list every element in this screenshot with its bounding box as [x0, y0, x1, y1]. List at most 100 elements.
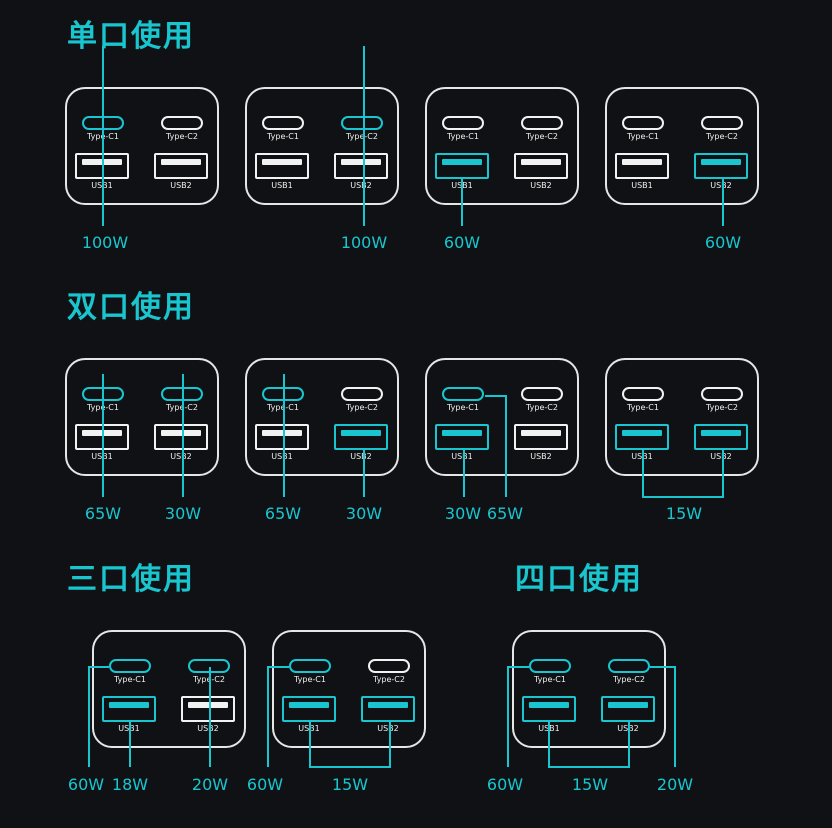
usb-a-port-a1 [255, 153, 309, 179]
usb-a-port-a1 [282, 696, 336, 722]
wattage-label: 30W [444, 504, 482, 523]
port-label-a2: USB2 [350, 452, 372, 461]
type-c-port-c1 [529, 659, 571, 673]
port-label-a1: USB1 [91, 452, 113, 461]
wattage-label: 18W [111, 775, 149, 794]
port-label-c1: Type-C1 [294, 675, 326, 684]
port-label-c1: Type-C1 [114, 675, 146, 684]
wattage-label: 60W [443, 233, 481, 252]
wattage-label: 100W [340, 233, 388, 252]
heading-dual-port: 双口使用 [67, 290, 195, 325]
heading-triple-port: 三口使用 [67, 562, 195, 597]
usb-a-port-a1 [75, 153, 129, 179]
port-label-a1: USB1 [271, 181, 293, 190]
wattage-label: 15W [571, 775, 609, 794]
wattage-label: 20W [191, 775, 229, 794]
wattage-label: 60W [246, 775, 284, 794]
charger-card-dual-2 [245, 358, 399, 476]
port-label-c2: Type-C2 [346, 132, 378, 141]
port-label-c2: Type-C2 [706, 132, 738, 141]
wattage-label: 60W [486, 775, 524, 794]
wattage-label: 20W [656, 775, 694, 794]
type-c-port-c1 [109, 659, 151, 673]
port-label-a2: USB2 [170, 452, 192, 461]
charger-card-single-2 [245, 87, 399, 205]
port-label-c1: Type-C1 [447, 403, 479, 412]
heading-quad-port: 四口使用 [515, 562, 643, 597]
port-label-c1: Type-C1 [627, 403, 659, 412]
usb-a-port-a1 [75, 424, 129, 450]
usb-a-port-a2 [361, 696, 415, 722]
port-label-c1: Type-C1 [267, 403, 299, 412]
port-label-c2: Type-C2 [346, 403, 378, 412]
usb-a-port-a1 [435, 424, 489, 450]
usb-a-port-a2 [694, 424, 748, 450]
type-c-port-c2 [341, 387, 383, 401]
port-label-c2: Type-C2 [373, 675, 405, 684]
port-label-a1: USB1 [538, 724, 560, 733]
wattage-label: 65W [486, 504, 524, 523]
usb-a-port-a2 [154, 153, 208, 179]
usb-a-port-a2 [694, 153, 748, 179]
port-label-a2: USB2 [710, 181, 732, 190]
usb-a-port-a1 [615, 424, 669, 450]
type-c-port-c2 [701, 387, 743, 401]
port-label-c1: Type-C1 [447, 132, 479, 141]
port-label-a1: USB1 [298, 724, 320, 733]
wattage-label: 15W [665, 504, 703, 523]
usb-a-port-a1 [522, 696, 576, 722]
type-c-port-c1 [442, 116, 484, 130]
usb-a-port-a2 [181, 696, 235, 722]
port-label-c1: Type-C1 [87, 403, 119, 412]
port-label-c1: Type-C1 [534, 675, 566, 684]
type-c-port-c1 [442, 387, 484, 401]
port-label-c2: Type-C2 [193, 675, 225, 684]
port-label-a2: USB2 [710, 452, 732, 461]
type-c-port-c1 [289, 659, 331, 673]
usb-a-port-a1 [615, 153, 669, 179]
port-label-a1: USB1 [91, 181, 113, 190]
charger-card-triple-1 [92, 630, 246, 748]
type-c-port-c2 [608, 659, 650, 673]
charger-card-dual-1 [65, 358, 219, 476]
port-label-a1: USB1 [631, 452, 653, 461]
usb-a-port-a1 [102, 696, 156, 722]
charger-card-triple-2 [272, 630, 426, 748]
port-label-a1: USB1 [451, 181, 473, 190]
port-label-a1: USB1 [631, 181, 653, 190]
type-c-port-c2 [701, 116, 743, 130]
port-label-c2: Type-C2 [166, 132, 198, 141]
type-c-port-c1 [82, 116, 124, 130]
type-c-port-c1 [262, 116, 304, 130]
usb-a-port-a1 [435, 153, 489, 179]
type-c-port-c1 [622, 387, 664, 401]
wattage-label: 30W [164, 504, 202, 523]
port-label-a2: USB2 [617, 724, 639, 733]
port-label-a2: USB2 [530, 181, 552, 190]
port-label-a2: USB2 [197, 724, 219, 733]
usb-a-port-a2 [334, 153, 388, 179]
usb-a-port-a2 [514, 153, 568, 179]
port-label-a2: USB2 [170, 181, 192, 190]
wattage-label: 15W [331, 775, 369, 794]
type-c-port-c1 [262, 387, 304, 401]
port-label-c2: Type-C2 [706, 403, 738, 412]
type-c-port-c1 [622, 116, 664, 130]
type-c-port-c2 [341, 116, 383, 130]
usb-a-port-a2 [334, 424, 388, 450]
type-c-port-c2 [521, 387, 563, 401]
charger-card-single-1 [65, 87, 219, 205]
port-label-a2: USB2 [350, 181, 372, 190]
type-c-port-c2 [161, 116, 203, 130]
usb-a-port-a2 [601, 696, 655, 722]
port-label-c2: Type-C2 [526, 403, 558, 412]
port-label-c1: Type-C1 [87, 132, 119, 141]
type-c-port-c2 [161, 387, 203, 401]
port-label-a2: USB2 [530, 452, 552, 461]
charger-card-single-3 [425, 87, 579, 205]
port-label-a1: USB1 [271, 452, 293, 461]
port-label-c1: Type-C1 [267, 132, 299, 141]
type-c-port-c2 [368, 659, 410, 673]
wattage-label: 30W [345, 504, 383, 523]
port-label-a1: USB1 [451, 452, 473, 461]
